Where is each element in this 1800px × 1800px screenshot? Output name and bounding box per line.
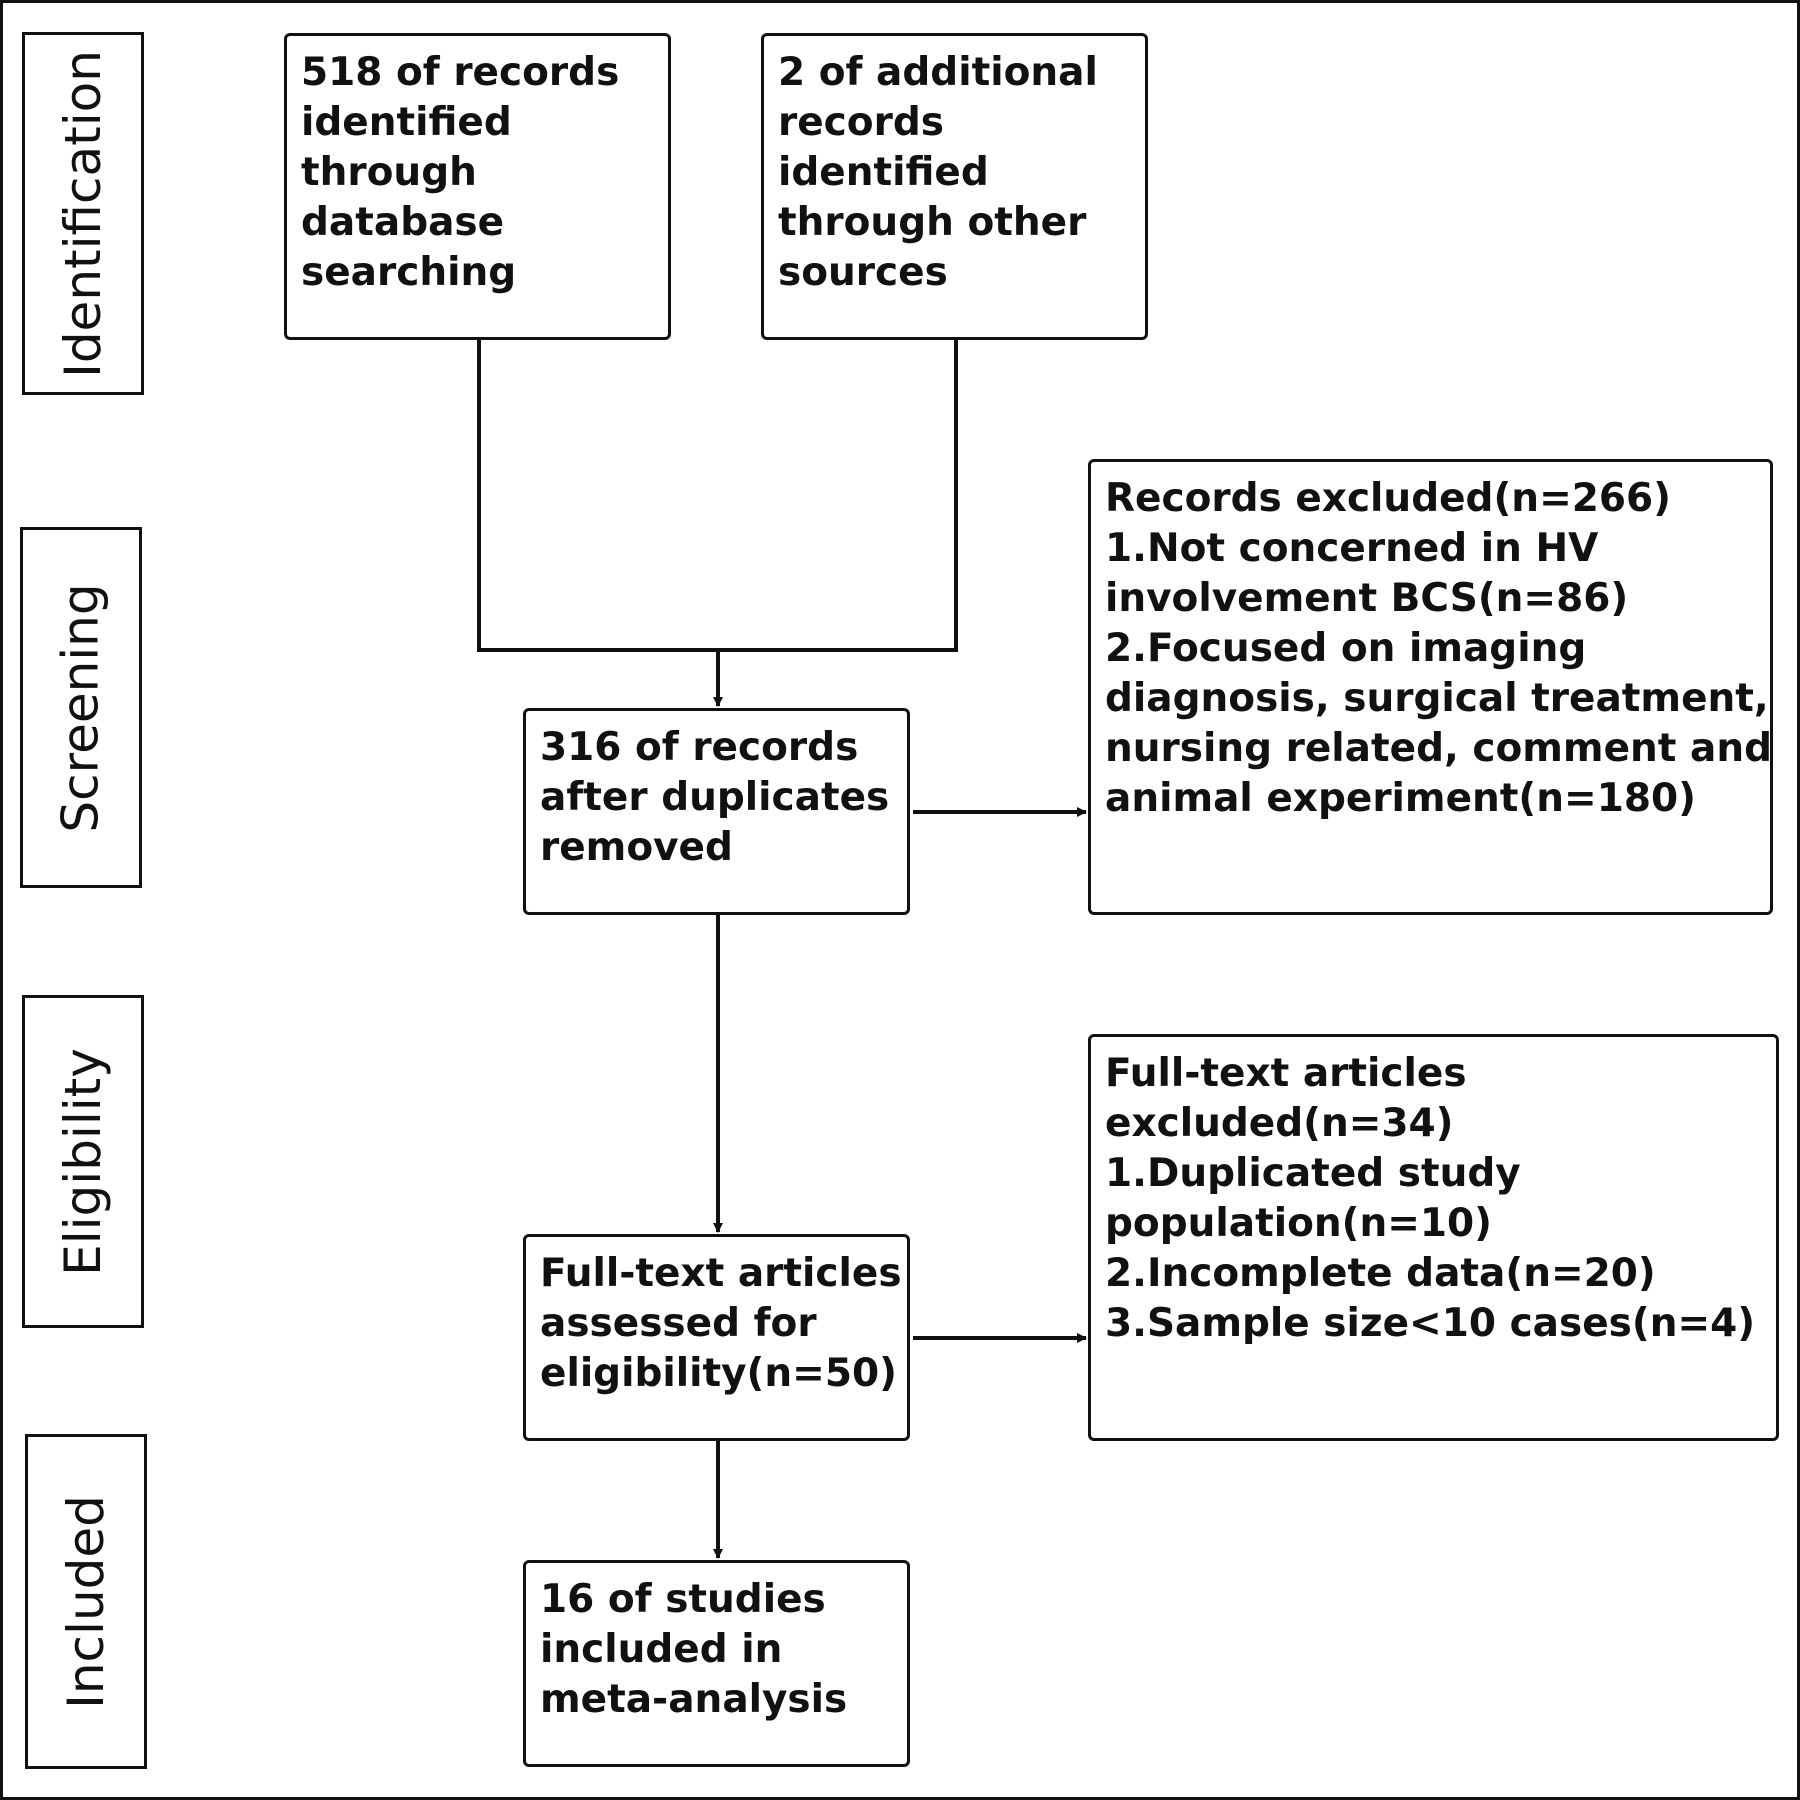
stage-label-screening: Screening [20,527,142,888]
fulltext-assessed-box: Full-text articles assessed for eligibil… [523,1234,910,1441]
box-line: 3.Sample size<10 cases(n=4) [1105,1301,1756,1346]
box-line: Full-text articles [540,1251,902,1296]
box-line: included in [540,1627,783,1672]
box-line: meta-analysis [540,1677,848,1722]
box-line: removed [540,825,733,870]
box-line: involvement BCS(n=86) [1105,576,1629,621]
box-line: records [778,100,944,145]
box-line: through other [778,200,1087,245]
merge-connector [477,340,958,652]
included-studies-box: 16 of studies included in meta-analysis [523,1560,910,1767]
database-records-box: 518 of records identified through databa… [284,33,671,340]
box-line: 2.Incomplete data(n=20) [1105,1251,1656,1296]
box-line: 1.Not concerned in HV [1105,526,1599,571]
stage-label-included: Included [25,1434,147,1769]
box-line: animal experiment(n=180) [1105,776,1696,821]
box-line: assessed for [540,1301,817,1346]
box-line: identified [301,100,512,145]
box-line: 2.Focused on imaging [1105,626,1587,671]
fulltext-excluded-box: Full-text articles excluded(n=34) 1.Dupl… [1088,1034,1779,1441]
box-line: 316 of records [540,725,859,770]
box-line: 1.Duplicated study [1105,1151,1521,1196]
box-line: diagnosis, surgical treatment, [1105,676,1769,721]
after-duplicates-box: 316 of records after duplicates removed [523,708,910,915]
box-line: population(n=10) [1105,1201,1493,1246]
box-line: identified [778,150,989,195]
box-line: nursing related, comment and [1105,726,1772,771]
box-line: through [301,150,477,195]
box-line: Records excluded(n=266) [1105,476,1671,521]
box-line: after duplicates [540,775,890,820]
stage-label-identification: Identification [22,32,144,395]
box-line: Full-text articles [1105,1051,1467,1096]
box-line: 2 of additional [778,50,1098,95]
box-line: sources [778,250,948,295]
box-line: excluded(n=34) [1105,1101,1454,1146]
box-line: eligibility(n=50) [540,1351,897,1396]
stage-label-eligibility: Eligibility [22,995,144,1328]
records-excluded-box: Records excluded(n=266) 1.Not concerned … [1088,459,1773,915]
box-line: database [301,200,505,245]
box-line: 16 of studies [540,1577,826,1622]
other-records-box: 2 of additional records identified throu… [761,33,1148,340]
box-line: 518 of records [301,50,620,95]
box-line: searching [301,250,517,295]
